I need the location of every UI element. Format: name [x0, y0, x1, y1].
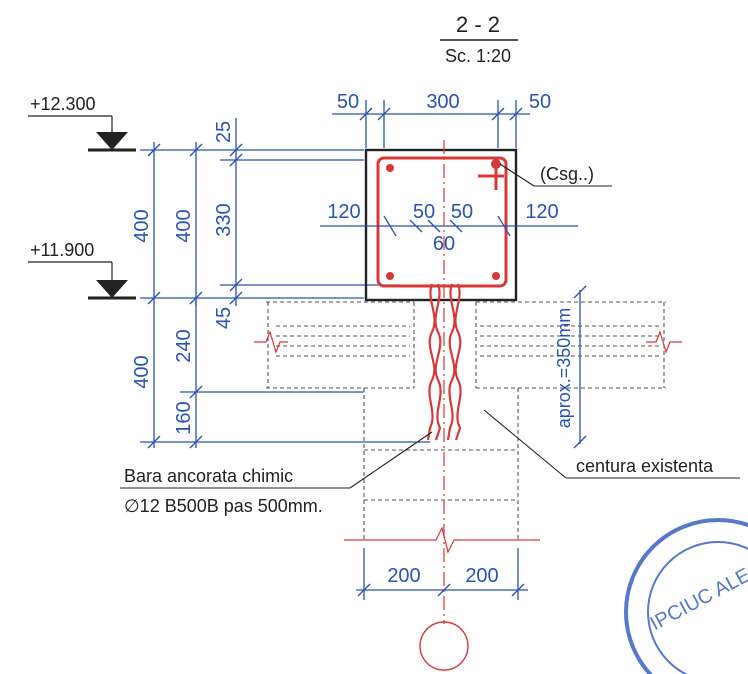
dim-top-left: 50	[337, 91, 359, 113]
dim-inner	[320, 215, 578, 237]
dim-bottom-left: 200	[387, 565, 420, 587]
dim-bottom-right: 200	[465, 565, 498, 587]
stirrup	[376, 156, 508, 288]
dim-bottom	[356, 548, 528, 600]
dim-vertical-lower	[140, 298, 430, 449]
dim-v-cover-top: 25	[213, 121, 235, 143]
csg-leader	[499, 163, 612, 187]
section-scale-text: Sc. 1:20	[445, 46, 511, 66]
anchored-bars	[426, 283, 462, 441]
dim-aprox	[573, 285, 587, 449]
dim-top-right: 50	[529, 91, 551, 113]
beam-rebars	[386, 159, 501, 280]
dim-top-mid: 300	[426, 91, 459, 113]
rebar-label-line2: ∅12 B500B pas 500mm.	[124, 496, 323, 516]
section-title-text: 2 - 2	[456, 12, 500, 37]
beam-section	[364, 148, 518, 302]
level-bottom-label: +11.900	[30, 240, 94, 260]
dim-inner-right: 120	[525, 201, 558, 223]
centura-leader	[483, 409, 740, 479]
rebar-leader	[120, 431, 433, 489]
dim-v-240: 240	[173, 329, 195, 362]
axis-bubble	[419, 621, 469, 671]
dim-aprox-label: aprox.=350mm	[554, 308, 574, 429]
dim-inner-c2: 50	[451, 201, 473, 223]
dim-v-outer1: 400	[131, 209, 153, 242]
level-top-triangle	[96, 132, 128, 150]
break-marks	[254, 330, 682, 554]
dim-inner-left: 120	[327, 201, 360, 223]
rebar-label-line1: Bara ancorata chimic	[124, 466, 293, 486]
stamp-text: IPCIUC ALE P-202 Nr.1	[647, 517, 748, 636]
dim-v-inner: 330	[213, 203, 235, 236]
level-top-label: +12.300	[30, 94, 96, 114]
dim-v-160: 160	[173, 401, 195, 434]
dim-v-low-outer: 400	[131, 355, 153, 388]
csg-label: (Csg..)	[540, 164, 594, 184]
dim-v-outer2: 400	[173, 209, 195, 242]
dim-vertical-upper	[140, 118, 400, 448]
section-title: 2 - 2 Sc. 1:20	[440, 12, 518, 66]
dim-v-cover-bot: 45	[213, 307, 235, 329]
dim-top	[332, 100, 530, 148]
level-marker-bottom: +11.900	[28, 240, 136, 300]
stamp: IPCIUC ALE P-202 Nr.1	[624, 517, 748, 674]
level-bottom-triangle	[96, 280, 128, 298]
dim-inner-c1: 50	[413, 201, 435, 223]
existing-belt	[266, 301, 666, 540]
centura-label: centura existenta	[576, 456, 714, 476]
level-marker-top: +12.300	[28, 94, 136, 152]
